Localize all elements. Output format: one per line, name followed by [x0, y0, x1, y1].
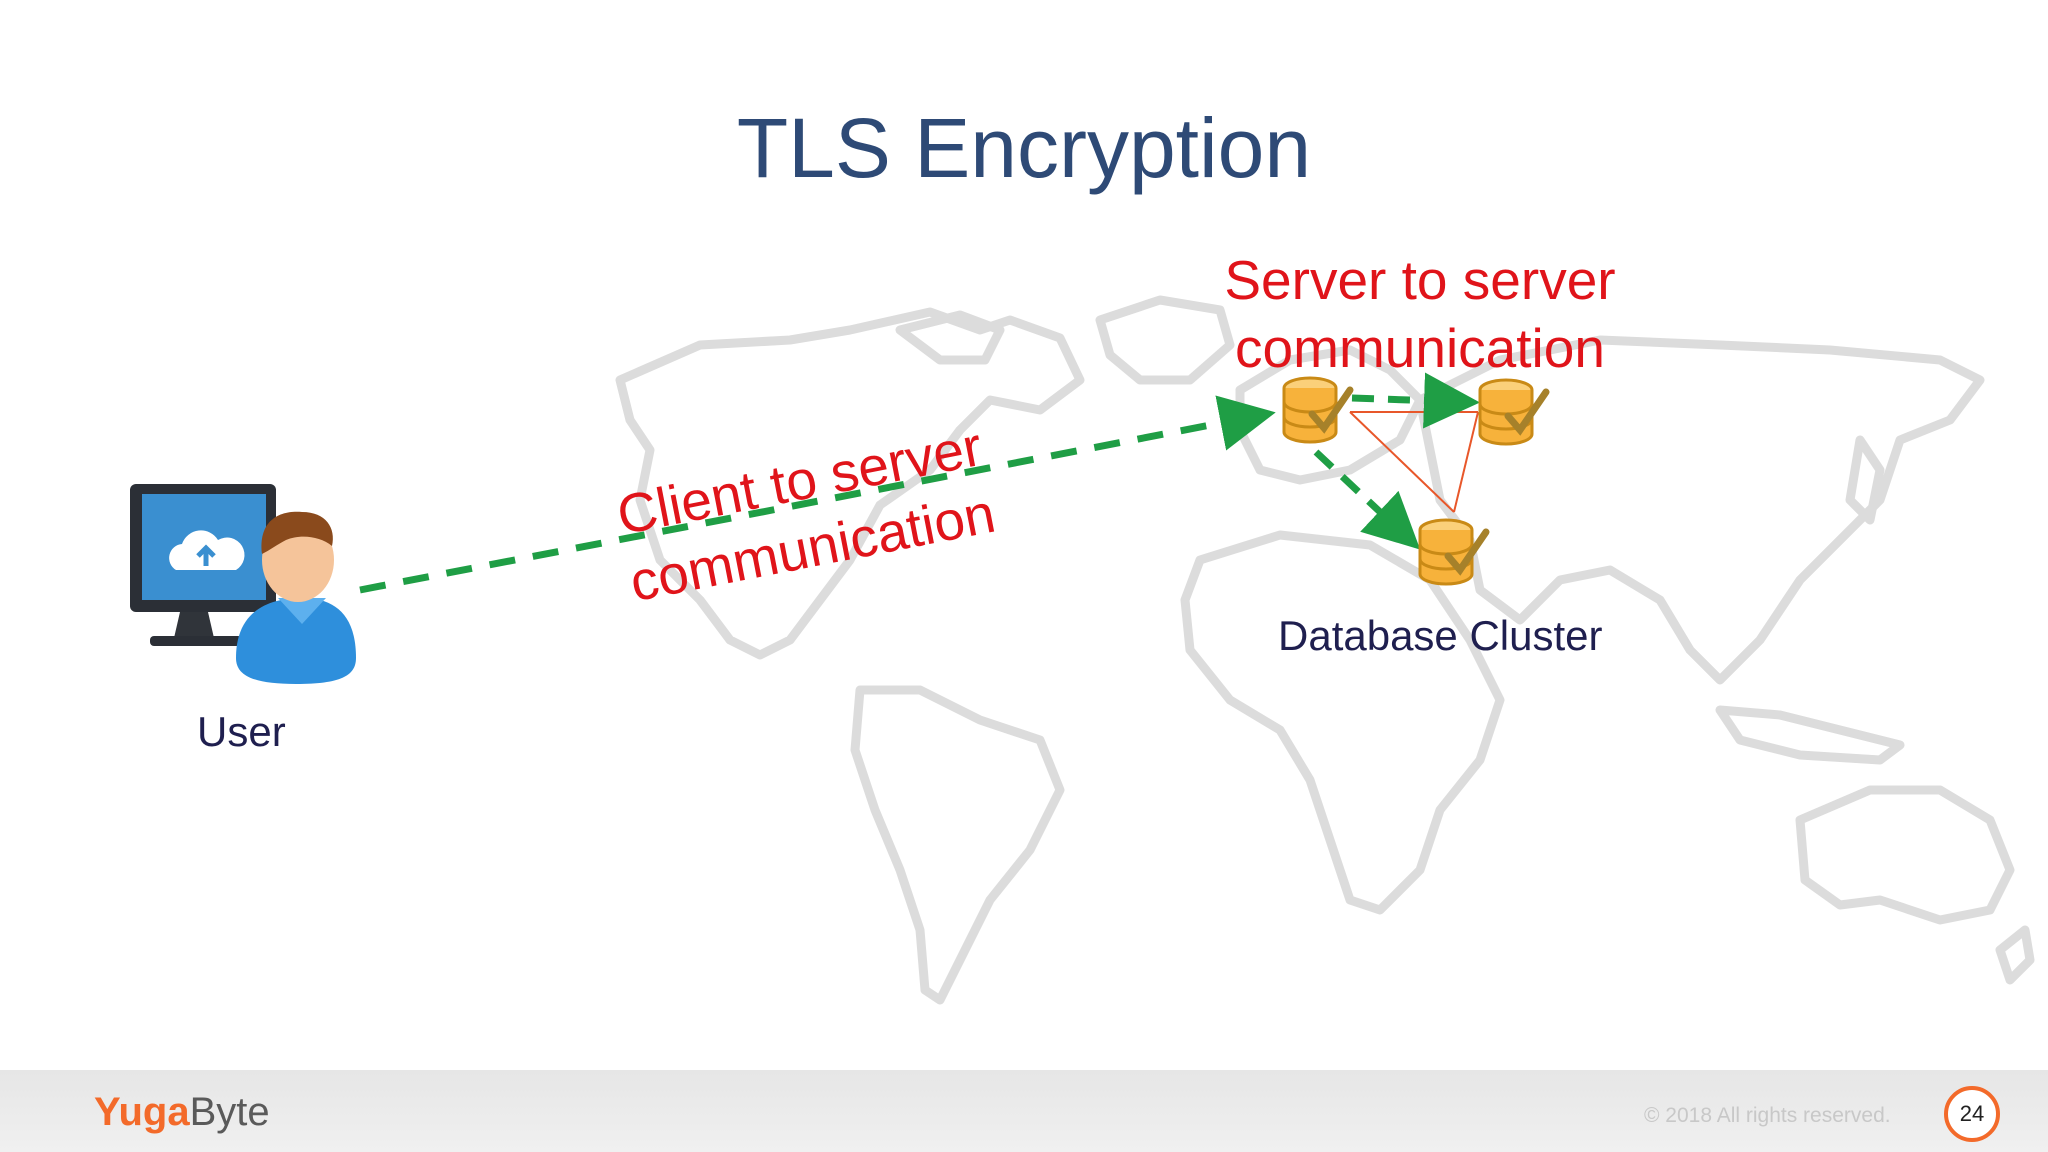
copyright-text: © 2018 All rights reserved. — [1644, 1104, 1891, 1127]
footer-bar — [0, 1070, 2048, 1152]
page-number: 24 — [1944, 1086, 2000, 1142]
user-computer-icon — [130, 484, 356, 684]
database-check-icon — [1478, 378, 1550, 446]
server-server-arrow-down — [1313, 449, 1421, 550]
database-cluster-label: Database Cluster — [1278, 612, 1603, 659]
server-label-line2: communication — [1235, 317, 1605, 379]
logo-text: YugaByte — [94, 1090, 270, 1135]
client-server-arrow — [359, 395, 1276, 594]
server-to-server-label: Server to server communication — [1200, 246, 1640, 382]
slide-title: TLS Encryption — [736, 101, 1312, 195]
logo-suffix: Byte — [189, 1090, 270, 1134]
database-check-icon — [1282, 376, 1354, 444]
logo-prefix: Yuga — [94, 1090, 190, 1134]
user-label: User — [197, 708, 286, 755]
server-server-arrow-right — [1351, 372, 1480, 429]
server-label-line1: Server to server — [1224, 249, 1616, 311]
database-check-icon — [1418, 518, 1490, 586]
cluster-links — [1349, 411, 1479, 513]
